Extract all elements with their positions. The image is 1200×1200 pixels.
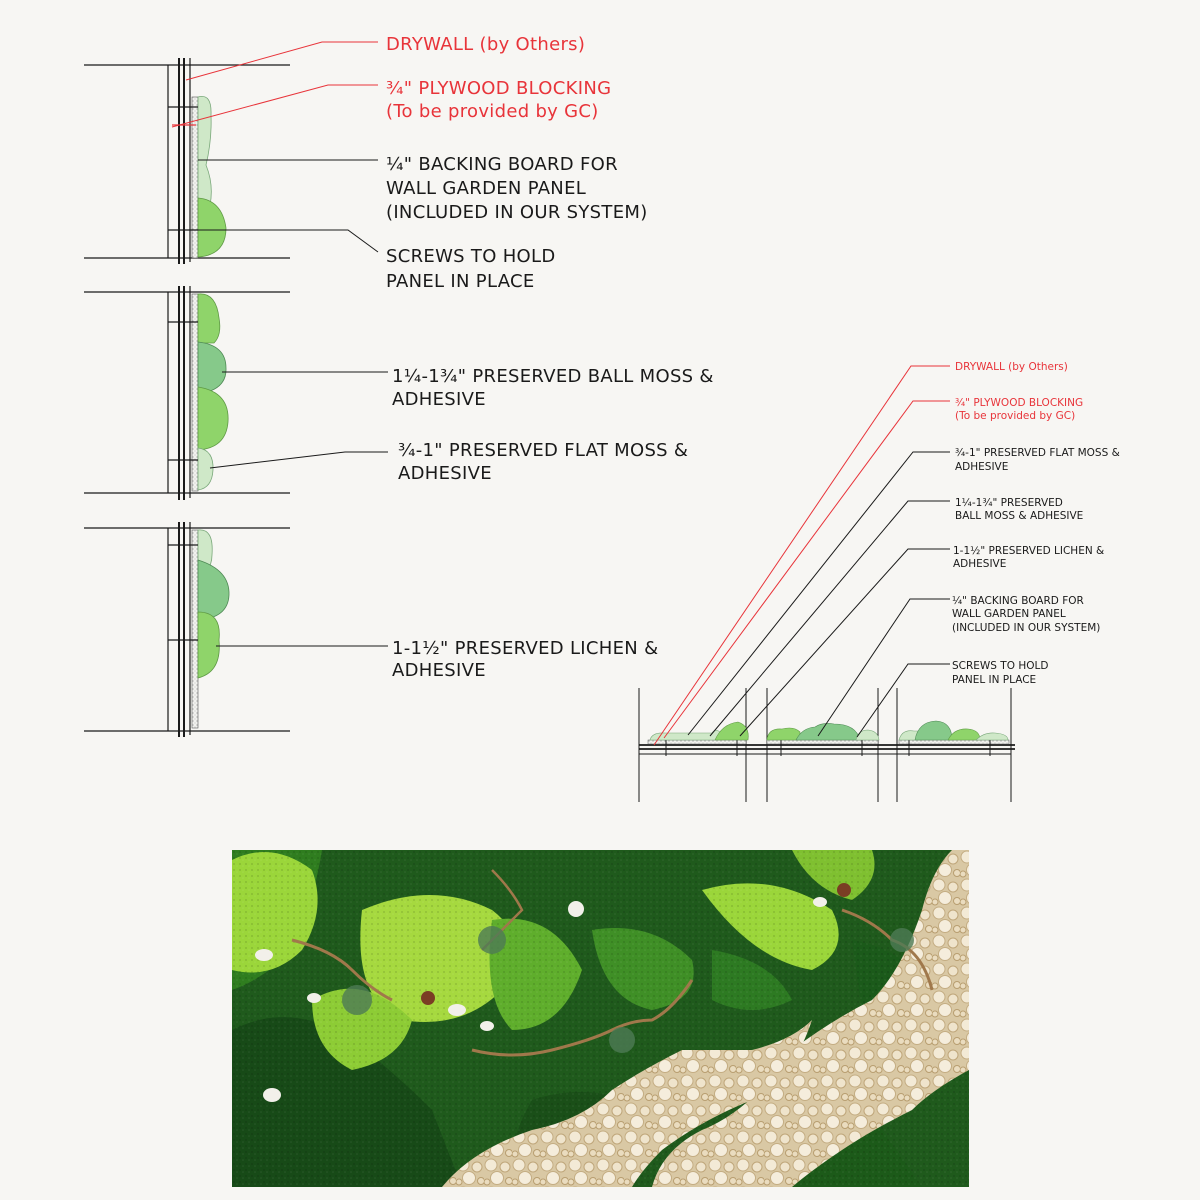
plan-label-screws-line1: SCREWS TO HOLD <box>952 660 1048 672</box>
plan-label-plywood-line1: ¾" PLYWOOD BLOCKING <box>955 397 1083 409</box>
label-plywood-line1: ¾" PLYWOOD BLOCKING <box>386 78 611 99</box>
label-screws-line2: PANEL IN PLACE <box>386 271 535 292</box>
label-backing-line2: WALL GARDEN PANEL <box>386 178 586 199</box>
plan-label-ball-moss-line2: BALL MOSS & ADHESIVE <box>955 510 1083 522</box>
plan-label-plywood-line2: (To be provided by GC) <box>955 410 1075 422</box>
label-drywall: DRYWALL (by Others) <box>386 34 585 55</box>
plan-leader-lines <box>653 365 950 746</box>
section-labels: DRYWALL (by Others) ¾" PLYWOOD BLOCKING … <box>386 34 714 681</box>
plan-label-flat-moss-line1: ¾-1" PRESERVED FLAT MOSS & <box>955 447 1120 459</box>
plan-detail <box>638 688 1015 802</box>
plan-label-screws-line2: PANEL IN PLACE <box>952 674 1036 686</box>
label-lichen-line2: ADHESIVE <box>392 660 486 681</box>
label-screws-line1: SCREWS TO HOLD <box>386 246 556 267</box>
section-leader-lines <box>171 41 388 647</box>
plan-label-flat-moss-line2: ADHESIVE <box>955 461 1008 473</box>
label-plywood-line2: (To be provided by GC) <box>386 101 599 122</box>
plan-label-lichen-line2: ADHESIVE <box>953 558 1006 570</box>
plan-label-backing-line3: (INCLUDED IN OUR SYSTEM) <box>952 622 1100 634</box>
section-detail-2 <box>84 286 290 500</box>
moss-wall-photo <box>232 850 969 1187</box>
plan-label-drywall: DRYWALL (by Others) <box>955 361 1068 373</box>
label-backing-line3: (INCLUDED IN OUR SYSTEM) <box>386 202 648 223</box>
section-detail-1 <box>84 58 290 264</box>
label-backing-line1: ¼" BACKING BOARD FOR <box>386 154 618 175</box>
plan-label-ball-moss-line1: 1¼-1¾" PRESERVED <box>955 497 1063 509</box>
label-flat-moss-line1: ¾-1" PRESERVED FLAT MOSS & <box>398 440 688 461</box>
label-ball-moss-line1: 1¼-1¾" PRESERVED BALL MOSS & <box>392 366 714 387</box>
label-flat-moss-line2: ADHESIVE <box>398 463 492 484</box>
wall-garden-detail-diagram: DRYWALL (by Others) ¾" PLYWOOD BLOCKING … <box>84 34 1120 802</box>
plan-label-lichen-line1: 1-1½" PRESERVED LICHEN & <box>953 545 1104 557</box>
plan-labels: DRYWALL (by Others) ¾" PLYWOOD BLOCKING … <box>952 361 1120 686</box>
label-lichen-line1: 1-1½" PRESERVED LICHEN & <box>392 638 658 659</box>
section-detail-3 <box>84 522 290 737</box>
label-ball-moss-line2: ADHESIVE <box>392 389 486 410</box>
plan-label-backing-line2: WALL GARDEN PANEL <box>952 608 1066 620</box>
plan-label-backing-line1: ¼" BACKING BOARD FOR <box>952 595 1084 607</box>
